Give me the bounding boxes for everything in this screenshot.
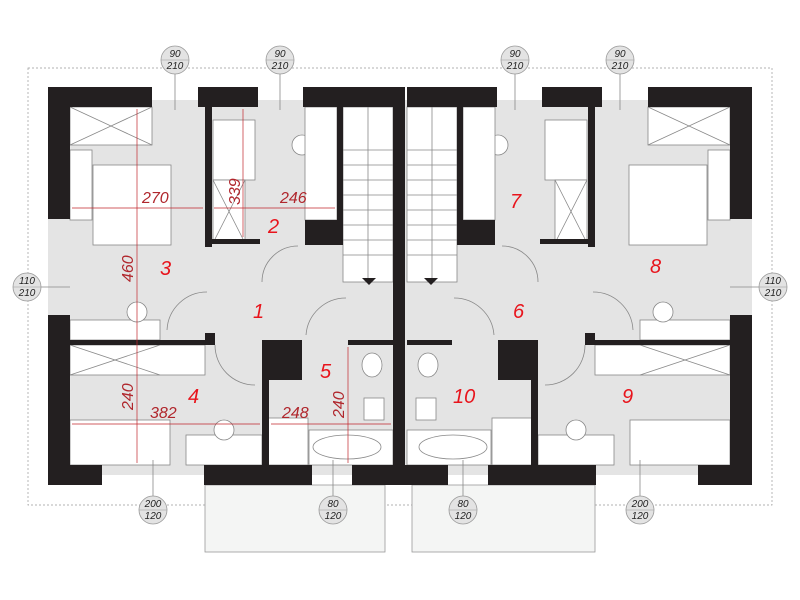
svg-text:90: 90 xyxy=(274,49,286,60)
terrace-left xyxy=(204,484,386,553)
svg-text:110: 110 xyxy=(19,276,35,287)
svg-text:120: 120 xyxy=(145,511,162,522)
room-label-1: 1 xyxy=(253,301,264,323)
dim-room2-width: 246 xyxy=(279,190,307,207)
svg-text:120: 120 xyxy=(325,511,342,522)
party-wall xyxy=(393,87,405,485)
room-label-5: 5 xyxy=(320,361,332,383)
dim-room4-width: 382 xyxy=(150,405,177,422)
dim-room3-width: 270 xyxy=(141,190,169,207)
dim-room4-length: 240 xyxy=(120,383,137,411)
walls-right xyxy=(400,87,752,485)
svg-text:210: 210 xyxy=(764,288,782,299)
svg-text:80: 80 xyxy=(457,499,469,510)
svg-text:210: 210 xyxy=(166,61,184,72)
room-label-9: 9 xyxy=(622,386,633,408)
room-label-4: 4 xyxy=(188,386,199,408)
svg-text:120: 120 xyxy=(455,511,472,522)
furniture-right xyxy=(406,106,731,466)
dim-room5-width: 248 xyxy=(281,405,309,422)
svg-text:120: 120 xyxy=(632,511,649,522)
dimension-lines xyxy=(72,109,391,463)
svg-text:90: 90 xyxy=(509,49,521,60)
room-label-7: 7 xyxy=(510,191,522,213)
plot-outline xyxy=(27,67,773,506)
walls-left xyxy=(48,87,400,485)
svg-text:210: 210 xyxy=(271,61,289,72)
room-label-10: 10 xyxy=(453,386,475,408)
svg-text:210: 210 xyxy=(18,288,36,299)
svg-text:90: 90 xyxy=(169,49,181,60)
furniture-left xyxy=(69,106,394,466)
svg-text:90: 90 xyxy=(614,49,626,60)
room-label-8: 8 xyxy=(650,256,661,278)
dim-room3-length: 460 xyxy=(120,255,137,282)
room-label-2: 2 xyxy=(267,216,279,238)
svg-text:210: 210 xyxy=(506,61,524,72)
svg-text:110: 110 xyxy=(765,276,781,287)
terrace-right xyxy=(411,484,596,553)
dim-room2-length: 339 xyxy=(227,178,244,205)
dim-room5-length: 240 xyxy=(331,391,348,419)
svg-text:200: 200 xyxy=(631,499,649,510)
svg-text:200: 200 xyxy=(144,499,162,510)
room-label-3: 3 xyxy=(160,258,171,280)
svg-text:210: 210 xyxy=(611,61,629,72)
room-label-6: 6 xyxy=(513,301,525,323)
svg-text:80: 80 xyxy=(327,499,339,510)
